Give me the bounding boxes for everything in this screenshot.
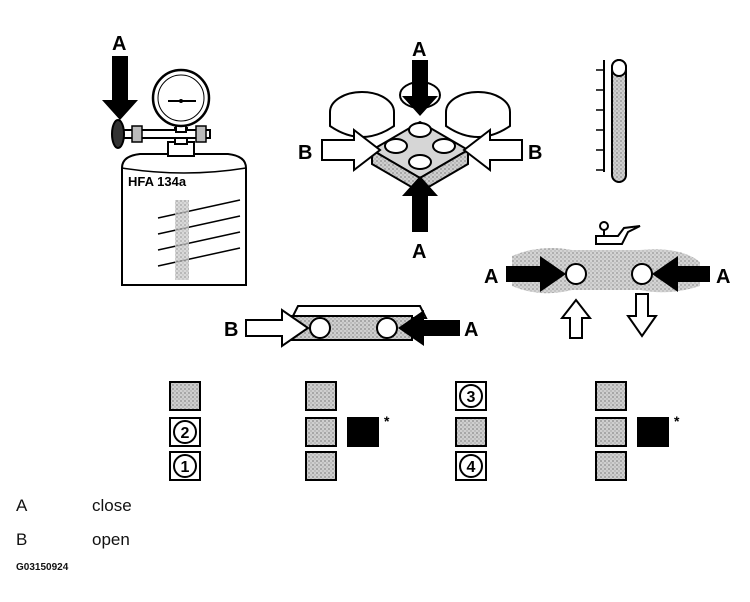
oil-can-icon <box>595 221 641 245</box>
label-a-manifold-bottom: A <box>412 241 426 263</box>
cylinder-valve-assembly <box>111 68 211 149</box>
step-group-4: * <box>595 381 680 481</box>
arrow-a-top <box>402 60 438 116</box>
step-group-3: 3 4 <box>455 381 487 481</box>
cylinder-label: HFA 134a <box>128 174 187 189</box>
arrow-a-valve-left <box>506 256 566 292</box>
legend-key-b: B <box>16 530 28 549</box>
step-group-1: 2 1 <box>169 381 201 481</box>
asterisk-step-2: * <box>384 413 390 429</box>
figure-id: G03150924 <box>16 562 69 573</box>
valve-number-3: 3 <box>467 389 476 406</box>
valve-block-right <box>512 248 700 294</box>
label-a-valve-bar: A <box>464 319 478 341</box>
step-group-2: * <box>305 381 390 481</box>
valve-handwheel <box>111 119 125 149</box>
arrow-a-valve-bar <box>398 310 460 346</box>
arrow-a-valve-right <box>652 256 710 292</box>
label-a-manifold-top: A <box>412 39 426 61</box>
label-b-manifold-left: B <box>298 142 312 164</box>
arrow-down-outline <box>626 293 658 338</box>
asterisk-step-4: * <box>674 413 680 429</box>
pressure-gauge <box>151 68 211 128</box>
arrow-b-valve-bar <box>245 308 310 348</box>
manifold-gauge-set <box>329 81 511 194</box>
label-a-valve-left: A <box>484 266 498 288</box>
legend-key-a: A <box>16 496 28 515</box>
valve-number-2: 2 <box>181 425 190 442</box>
refrigerant-service-diagram: HFA 134a A A B B <box>102 33 730 481</box>
arrow-a-cylinder <box>102 56 138 120</box>
valve-number-4: 4 <box>467 459 476 476</box>
label-a-valve-right: A <box>716 266 730 288</box>
valve-bar-middle <box>287 305 428 341</box>
label-b-manifold-right: B <box>528 142 542 164</box>
sight-glass-scale <box>596 59 627 183</box>
legend-value-b: open <box>92 530 130 549</box>
valve-number-1: 1 <box>181 459 190 476</box>
arrow-up-outline <box>559 298 593 339</box>
label-a-cylinder: A <box>112 33 126 55</box>
arrow-a-bottom <box>402 176 438 232</box>
legend-value-a: close <box>92 496 132 515</box>
label-b-valve-bar: B <box>224 319 238 341</box>
arrow-b-right <box>462 127 523 173</box>
arrow-b-left <box>321 127 382 173</box>
refrigerant-cylinder: HFA 134a <box>121 127 247 286</box>
